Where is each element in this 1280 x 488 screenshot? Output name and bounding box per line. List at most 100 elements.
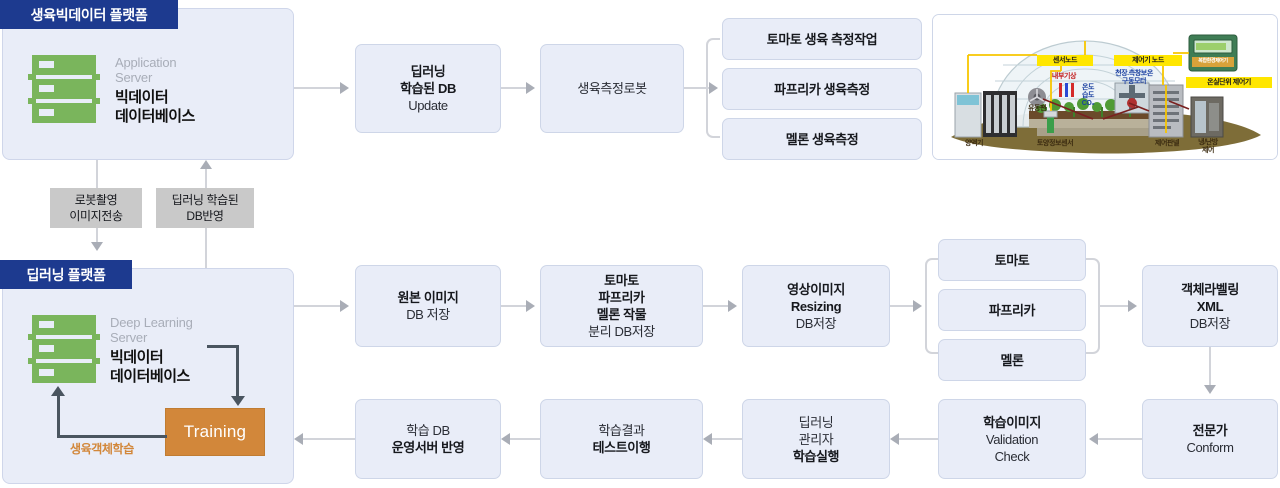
line-2: Update — [408, 98, 448, 113]
mid-flow-arrow-5 — [1128, 300, 1137, 312]
line-0: 딥러닝 — [798, 414, 834, 430]
top-flow-arrow-3 — [709, 82, 718, 94]
application-server-text: Application Server 빅데이터 데이터베이스 — [115, 55, 280, 126]
robot-capture-line-top — [96, 160, 98, 188]
training-result-test-box[interactable]: 학습결과 테스트이행 — [540, 399, 703, 479]
line-0: 딥러닝 — [410, 64, 446, 79]
paprika-label: 파프리카 — [988, 302, 1036, 318]
training-box-label: Training — [183, 422, 247, 441]
training-in-line-v — [236, 345, 239, 398]
melon-measure-box[interactable]: 멜론 생육측정 — [722, 118, 922, 160]
top-flow-line-3 — [684, 87, 709, 89]
deeplearning-platform-tab: 딥러닝 플랫폼 — [0, 260, 132, 289]
bottom-flow-line-2 — [899, 438, 938, 440]
robot-capture-chip-label: 로봇촬영 이미지전송 — [69, 193, 123, 223]
training-in-line-h — [207, 345, 239, 348]
bottom-flow-arrow-2 — [890, 433, 899, 445]
line-0: 학습결과 — [598, 423, 645, 438]
line-3: 분리 DB저장 — [588, 324, 655, 339]
controller-node-label: 제어기 노드 — [1114, 55, 1182, 66]
expert-conform-box[interactable]: 전문가 Conform — [1142, 399, 1278, 479]
sensor-node-label: 센서노드 — [1037, 55, 1093, 66]
training-result-test-lines: 학습결과 테스트이행 — [593, 422, 651, 456]
deeplearning-db-line-bottom — [205, 228, 207, 290]
line-2: Check — [994, 448, 1030, 464]
robot-capture-arrow — [91, 242, 103, 251]
line-0: 토마토 — [604, 273, 639, 288]
mid-flow-line-from-panel — [294, 305, 340, 307]
greenhouse-diagram-image: 센서노드 제어기 노드 온실단위 제어기 내부기상 온도 습도 CO₂ 천장.측… — [932, 14, 1278, 160]
top-crops-bracket — [706, 38, 720, 138]
melon-measure-label: 멜론 생육측정 — [785, 131, 859, 147]
line-1: 파프리카 — [598, 290, 645, 305]
growth-measure-robot-box[interactable]: 생육측정로봇 — [540, 44, 684, 133]
paprika-measure-label: 파프리카 생육측정 — [774, 81, 870, 97]
mid-flow-arrow-4 — [913, 300, 922, 312]
training-feedback-line-h — [57, 435, 167, 438]
original-image-db-box[interactable]: 원본 이미지 DB 저장 — [355, 265, 501, 347]
top-flow-line-from-panel — [294, 87, 340, 89]
top-flow-arrow-1 — [340, 82, 349, 94]
mid-flow-arrow-1 — [340, 300, 349, 312]
application-server-title: 빅데이터 데이터베이스 — [115, 89, 195, 125]
line-1: Resizing — [790, 298, 842, 314]
line-1: Validation — [985, 431, 1039, 447]
line-1: 테스트이행 — [592, 440, 651, 455]
deeplearning-db-update-lines: 딥러닝 학습된 DB Update — [400, 63, 456, 114]
cooling-heating-text: 냉/난방 제어 — [1198, 139, 1218, 154]
tomato-measure-task-box[interactable]: 토마토 생육 측정작업 — [722, 18, 922, 60]
top-flow-line-2 — [501, 87, 526, 89]
application-server-rack-icon — [28, 55, 100, 123]
greenhouse-unit-controller-label: 온실단위 제어기 — [1186, 77, 1272, 88]
xml-to-expert-line — [1209, 347, 1211, 385]
growth-measure-robot-lines: 생육측정로봇 — [577, 80, 647, 97]
growth-bigdata-platform-tab-label: 생육빅데이터 플랫폼 — [30, 6, 148, 23]
temp-humidity-co2-text: 온도 습도 CO₂ — [1081, 84, 1095, 107]
crop-split-db-lines: 토마토 파프리카 멜론 작물 분리 DB저장 — [588, 272, 655, 340]
circulation-fan-text: 유동팬 — [1027, 105, 1047, 112]
bottom-flow-line-1 — [1098, 438, 1142, 440]
melon-box[interactable]: 멜론 — [938, 339, 1086, 381]
bottom-flow-arrow-3 — [703, 433, 712, 445]
application-server-subtitle: Application Server — [115, 55, 177, 85]
training-image-validation-lines: 학습이미지 Validation Check — [983, 414, 1041, 465]
deeplearning-manager-run-box[interactable]: 딥러닝 관리자 학습실행 — [742, 399, 890, 479]
soil-sensor-text: 토양정보센서 — [1036, 140, 1074, 147]
paprika-box[interactable]: 파프리카 — [938, 289, 1086, 331]
line-0: 객체라벨링 — [1181, 281, 1239, 297]
tomato-box[interactable]: 토마토 — [938, 239, 1086, 281]
mid-flow-line-5 — [1100, 305, 1128, 307]
control-panel-text: 제어판넬 — [1154, 140, 1180, 147]
image-resizing-db-box[interactable]: 영상이미지 Resizing DB저장 — [742, 265, 890, 347]
training-box[interactable]: Training — [165, 408, 265, 456]
mid-flow-arrow-3 — [728, 300, 737, 312]
paprika-measure-box[interactable]: 파프리카 생육측정 — [722, 68, 922, 110]
image-resizing-db-lines: 영상이미지 Resizing DB저장 — [787, 281, 845, 332]
line-1: 운영서버 반영 — [391, 440, 465, 455]
nutrient-supply-text: 양액기 — [964, 140, 984, 147]
training-in-arrow — [231, 396, 245, 406]
deeplearning-db-update-box[interactable]: 딥러닝 학습된 DB Update — [355, 44, 501, 133]
crop-split-db-box[interactable]: 토마토 파프리카 멜론 작물 분리 DB저장 — [540, 265, 703, 347]
device-badge-text: 복합환경제어기 — [1198, 58, 1228, 64]
line-0: 전문가 — [1192, 423, 1228, 438]
line-0: 원본 이미지 — [397, 290, 459, 305]
training-image-validation-box[interactable]: 학습이미지 Validation Check — [938, 399, 1086, 479]
deeplearning-db-line-top — [205, 169, 207, 188]
growth-bigdata-platform-tab: 생육빅데이터 플랫폼 — [0, 0, 178, 29]
line-1: 학습된 DB — [400, 81, 456, 96]
deeplearning-manager-run-lines: 딥러닝 관리자 학습실행 — [792, 414, 840, 465]
line-2: 학습실행 — [792, 448, 840, 464]
object-labeling-xml-box[interactable]: 객체라벨링 XML DB저장 — [1142, 265, 1278, 347]
training-feedback-arrow — [51, 386, 65, 396]
expert-conform-lines: 전문가 Conform — [1186, 422, 1233, 456]
mid-crops-bracket-right — [1086, 258, 1100, 354]
bottom-flow-arrow-4 — [501, 433, 510, 445]
deeplearning-db-chip: 딥러닝 학습된 DB반영 — [156, 188, 254, 228]
line-1: 관리자 — [798, 431, 834, 447]
tomato-label: 토마토 — [994, 252, 1030, 268]
training-db-deploy-box[interactable]: 학습 DB 운영서버 반영 — [355, 399, 501, 479]
line-0: 학습 DB — [406, 423, 450, 438]
mid-crops-bracket-left — [925, 258, 939, 354]
melon-label: 멜론 — [1000, 352, 1024, 368]
